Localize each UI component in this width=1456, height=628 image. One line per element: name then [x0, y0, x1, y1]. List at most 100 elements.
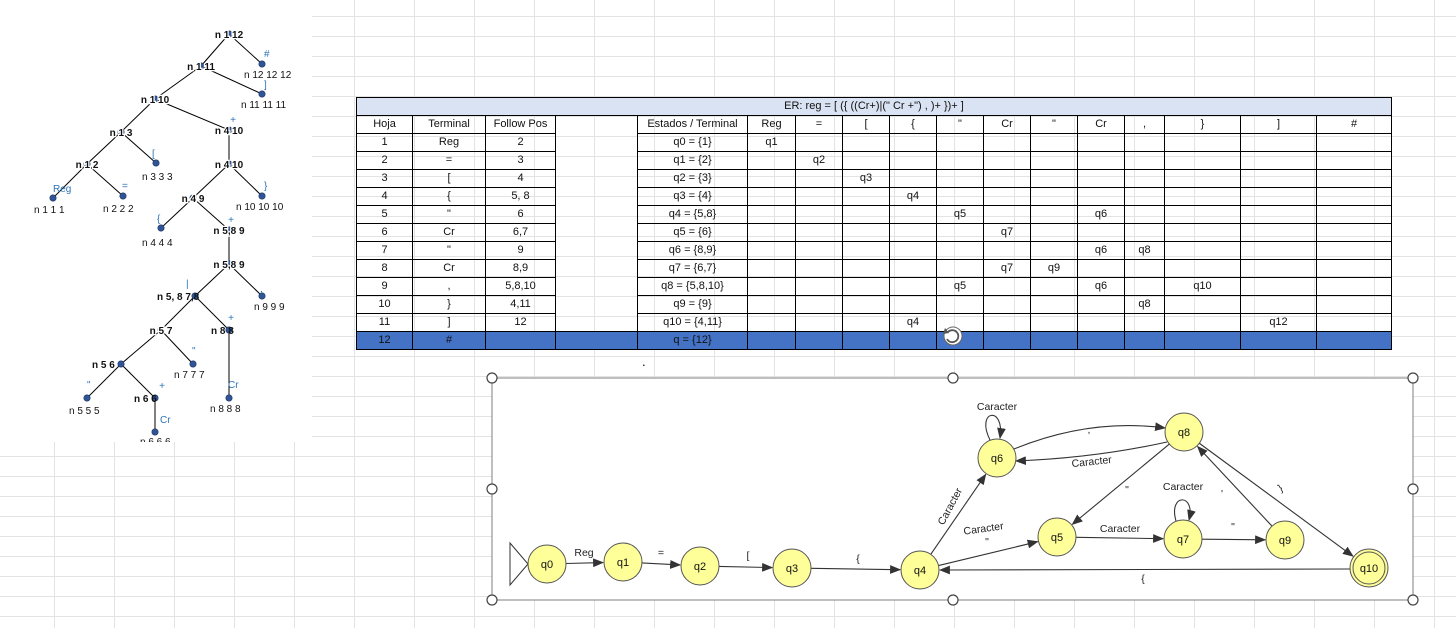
table-cell[interactable]	[1124, 331, 1165, 350]
table-cell[interactable]	[889, 295, 937, 314]
table-cell[interactable]	[795, 133, 843, 152]
header-cell[interactable]: Terminal	[412, 115, 486, 134]
table-cell[interactable]: 12	[485, 313, 556, 332]
table-cell[interactable]	[1316, 259, 1392, 278]
table-cell[interactable]	[842, 313, 890, 332]
table-cell[interactable]	[1077, 151, 1125, 170]
table-cell[interactable]	[983, 331, 1031, 350]
table-cell[interactable]	[1124, 151, 1165, 170]
table-cell[interactable]: 3	[485, 151, 556, 170]
table-cell[interactable]: q9 = {9}	[637, 295, 748, 314]
table-cell[interactable]	[747, 169, 796, 188]
header-cell[interactable]: Hoja	[356, 115, 413, 134]
table-cell[interactable]	[936, 187, 984, 206]
table-cell[interactable]	[1030, 331, 1078, 350]
header-cell[interactable]: Reg	[747, 115, 796, 134]
table-cell[interactable]	[983, 241, 1031, 260]
syntax-tree-image[interactable]: n 1 12n 12 12 12#n 1 11n 11 11 11]n 1 10…	[0, 0, 312, 442]
table-cell[interactable]: 8	[356, 259, 413, 278]
table-cell[interactable]	[889, 205, 937, 224]
table-cell[interactable]	[1164, 331, 1241, 350]
table-cell[interactable]	[1077, 169, 1125, 188]
table-cell[interactable]	[1164, 133, 1241, 152]
table-cell[interactable]	[1077, 331, 1125, 350]
spacer-cell[interactable]	[555, 313, 638, 332]
table-cell[interactable]	[1124, 313, 1165, 332]
table-cell[interactable]	[1240, 223, 1317, 242]
table-cell[interactable]	[747, 187, 796, 206]
table-cell[interactable]	[1077, 259, 1125, 278]
table-cell[interactable]	[1030, 205, 1078, 224]
table-cell[interactable]	[889, 241, 937, 260]
table-cell[interactable]	[747, 295, 796, 314]
table-cell[interactable]	[1240, 169, 1317, 188]
header-cell[interactable]: Estados / Terminal	[637, 115, 748, 134]
table-cell[interactable]	[795, 295, 843, 314]
table-cell[interactable]: q4	[889, 313, 937, 332]
table-cell[interactable]	[842, 295, 890, 314]
header-cell[interactable]: ]	[1240, 115, 1317, 134]
table-cell[interactable]	[795, 205, 843, 224]
table-cell[interactable]: 4	[356, 187, 413, 206]
table-cell[interactable]: q6	[1077, 241, 1125, 260]
table-cell[interactable]	[1316, 313, 1392, 332]
table-cell[interactable]	[842, 223, 890, 242]
table-cell[interactable]: 3	[356, 169, 413, 188]
spacer-cell[interactable]	[555, 187, 638, 206]
table-cell[interactable]	[1164, 187, 1241, 206]
table-cell[interactable]: ,	[412, 277, 486, 296]
table-cell[interactable]: 12	[356, 331, 413, 350]
table-cell[interactable]	[1164, 223, 1241, 242]
table-cell[interactable]	[1240, 241, 1317, 260]
table-cell[interactable]	[1030, 313, 1078, 332]
table-cell[interactable]: q10 = {4,11}	[637, 313, 748, 332]
table-cell[interactable]: [	[412, 169, 486, 188]
table-cell[interactable]: 6	[356, 223, 413, 242]
table-cell[interactable]	[795, 187, 843, 206]
header-cell[interactable]: Cr	[983, 115, 1031, 134]
table-title[interactable]: ER: reg = [ ({ ((Cr+)|(" Cr +") , )+ })+…	[356, 97, 1392, 116]
table-cell[interactable]	[1030, 133, 1078, 152]
table-cell[interactable]	[983, 277, 1031, 296]
table-cell[interactable]	[795, 259, 843, 278]
spacer-cell[interactable]	[555, 259, 638, 278]
table-cell[interactable]	[936, 223, 984, 242]
spacer-cell[interactable]	[555, 241, 638, 260]
table-cell[interactable]: q3	[842, 169, 890, 188]
table-cell[interactable]	[1030, 187, 1078, 206]
table-cell[interactable]	[983, 295, 1031, 314]
table-cell[interactable]	[1316, 295, 1392, 314]
table-cell[interactable]	[1316, 133, 1392, 152]
table-cell[interactable]: =	[412, 151, 486, 170]
table-cell[interactable]	[795, 331, 843, 350]
table-cell[interactable]	[1164, 259, 1241, 278]
table-cell[interactable]: q3 = {4}	[637, 187, 748, 206]
table-cell[interactable]: q7 = {6,7}	[637, 259, 748, 278]
table-cell[interactable]	[1124, 277, 1165, 296]
header-cell[interactable]: =	[795, 115, 843, 134]
table-cell[interactable]	[747, 241, 796, 260]
table-cell[interactable]: #	[412, 331, 486, 350]
table-cell[interactable]	[1240, 277, 1317, 296]
table-cell[interactable]	[795, 169, 843, 188]
table-cell[interactable]	[889, 259, 937, 278]
table-cell[interactable]: q7	[983, 259, 1031, 278]
table-cell[interactable]	[1077, 313, 1125, 332]
table-cell[interactable]: 4,11	[485, 295, 556, 314]
table-cell[interactable]	[1164, 313, 1241, 332]
table-cell[interactable]	[936, 151, 984, 170]
table-cell[interactable]	[842, 277, 890, 296]
header-cell[interactable]: "	[1030, 115, 1078, 134]
table-cell[interactable]	[889, 151, 937, 170]
table-cell[interactable]	[1240, 133, 1317, 152]
header-cell[interactable]: "	[936, 115, 984, 134]
table-cell[interactable]	[1316, 205, 1392, 224]
spacer-cell[interactable]	[555, 295, 638, 314]
table-cell[interactable]	[1240, 259, 1317, 278]
table-cell[interactable]: 2	[356, 151, 413, 170]
table-cell[interactable]: q5 = {6}	[637, 223, 748, 242]
